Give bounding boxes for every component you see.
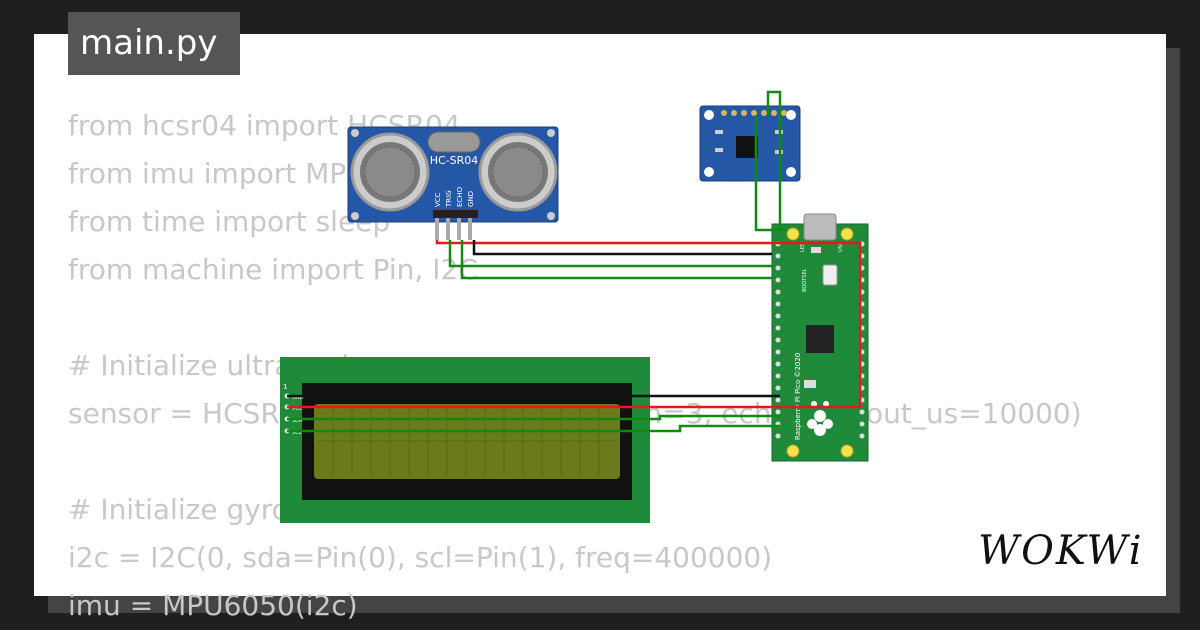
file-tab[interactable]: main.py <box>68 12 240 75</box>
lcd-pin-scl: SCL <box>292 430 302 436</box>
wire-lcd-sda-green <box>287 414 780 421</box>
lcd-pin-gnd: GND <box>292 395 304 401</box>
code-line: i2c = I2C(0, sda=Pin(0), scl=Pin(1), fre… <box>68 541 773 574</box>
pin-label-echo: ECHO <box>456 186 464 207</box>
transducer-right <box>478 132 558 212</box>
usb-label: USB <box>838 241 844 252</box>
pico-board[interactable]: Raspberry Pi Pico ©2020 BOOTSEL LED USB <box>771 213 869 462</box>
code-line: from machine import Pin, I2C <box>68 253 478 286</box>
pico-label: Raspberry Pi Pico ©2020 <box>794 353 802 440</box>
pin-label-trig: TRIG <box>445 190 453 208</box>
lcd-display[interactable]: 1 GND VCC SDA SCL <box>280 357 650 523</box>
wire-echo-green <box>460 240 772 280</box>
wire-trig-green <box>448 240 772 268</box>
ultrasonic-sensor[interactable]: HC-SR04 VCC TRIG ECHO GND <box>347 126 559 240</box>
transducer-left <box>350 132 430 212</box>
bootsel-label: BOOTSEL <box>802 268 808 292</box>
pin-label-vcc: VCC <box>434 192 442 207</box>
wokwi-logo: WOKWi <box>978 528 1144 574</box>
bootsel-button[interactable] <box>822 264 838 286</box>
wire-pico-vbus-red <box>772 241 862 408</box>
gyro-module[interactable] <box>699 105 801 182</box>
raspberry-logo <box>807 401 833 436</box>
code-line: from hcsr04 import HCSR04 <box>68 109 461 142</box>
wire-gyro-scl-green <box>766 90 782 230</box>
led-label: LED <box>800 242 806 252</box>
wire-gnd-black <box>472 240 772 256</box>
lcd-pin-one: 1 <box>283 383 287 391</box>
ultrasonic-label: HC-SR04 <box>430 154 479 167</box>
wire-gyro-sda-green <box>754 115 786 232</box>
wire-lcd-scl-green <box>287 424 780 433</box>
wire-vcc-red <box>435 240 772 245</box>
lcd-pin-sda: SDA <box>292 418 303 424</box>
code-line: imu = MPU6050(i2c) <box>68 589 358 622</box>
wires <box>287 90 862 433</box>
pin-label-gnd: GND <box>467 191 475 207</box>
lcd-pin-vcc: VCC <box>292 406 303 412</box>
